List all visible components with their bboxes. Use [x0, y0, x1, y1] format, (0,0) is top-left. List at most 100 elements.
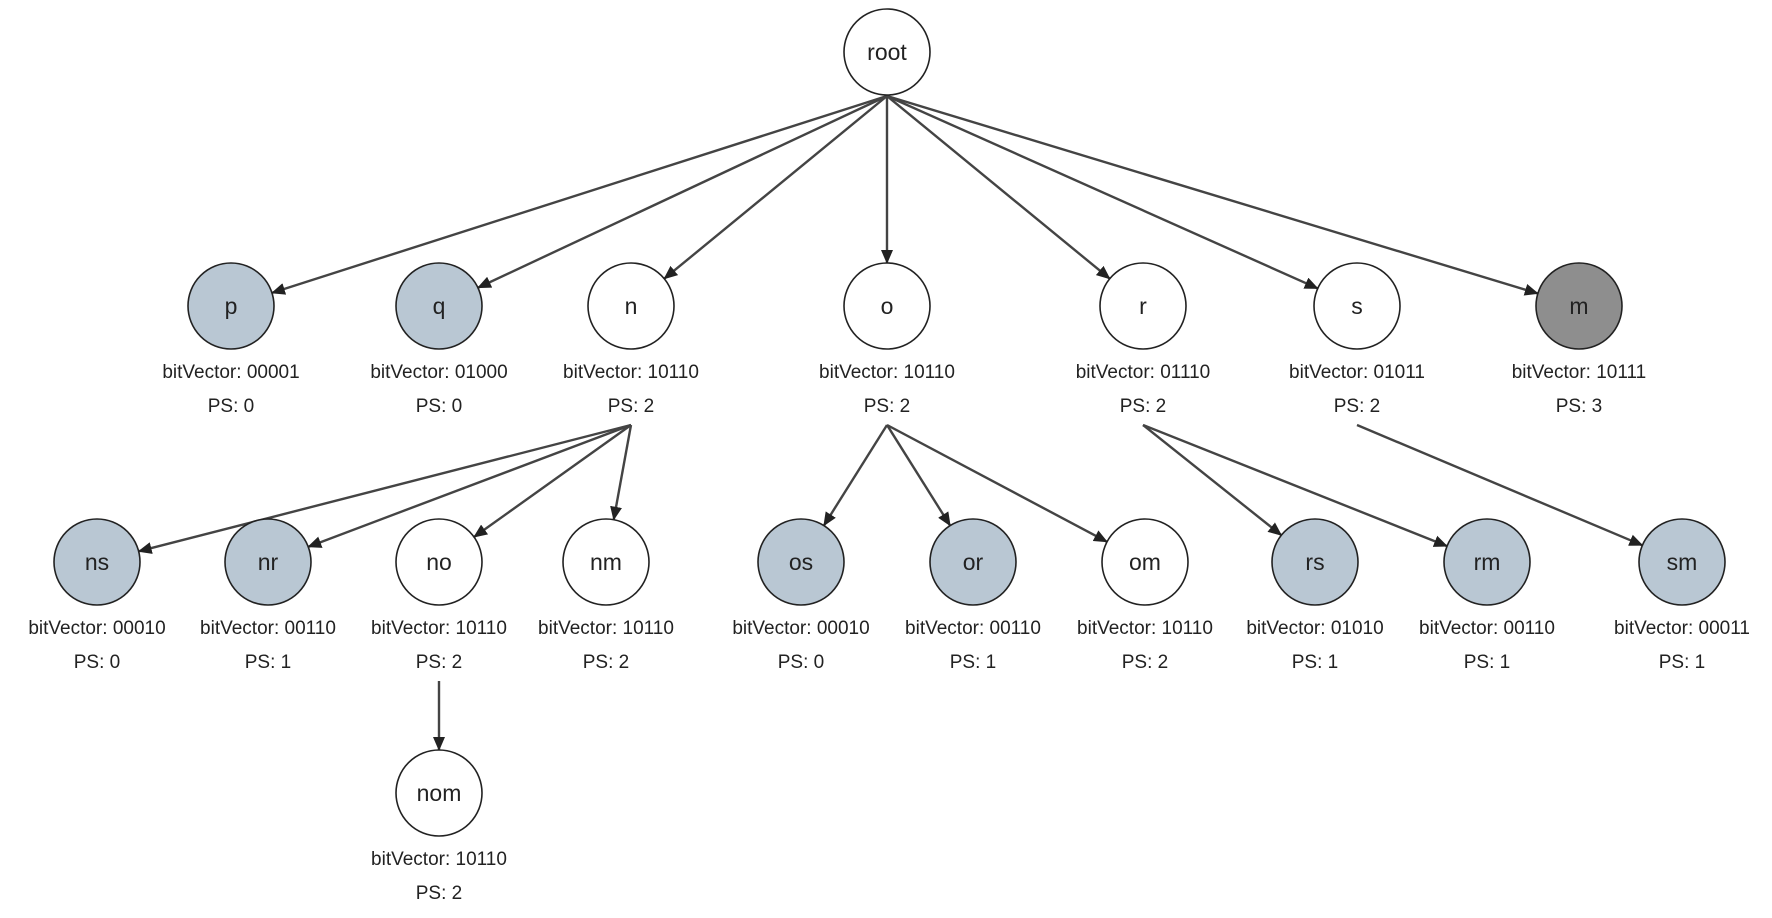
edge-n-nr — [307, 423, 632, 548]
ps-label-q: PS: 0 — [416, 396, 462, 417]
node-label-rm: rm — [1474, 549, 1501, 575]
ps-label-rs: PS: 1 — [1292, 652, 1338, 673]
ps-label-m: PS: 3 — [1556, 396, 1602, 417]
ps-label-sm: PS: 1 — [1659, 652, 1705, 673]
ps-label-s: PS: 2 — [1334, 396, 1380, 417]
node-circle-rs — [1271, 518, 1359, 606]
node-label-r: r — [1139, 293, 1147, 319]
node-circle-p — [187, 262, 275, 350]
node-label-p: p — [225, 293, 238, 319]
ps-label-no: PS: 2 — [416, 652, 462, 673]
bitvector-label-q: bitVector: 01000 — [370, 362, 507, 383]
edge-root-m — [886, 94, 1539, 296]
node-circle-nom — [395, 749, 483, 837]
bitvector-label-os: bitVector: 00010 — [732, 618, 869, 639]
node-circle-or — [929, 518, 1017, 606]
edge-n-nm — [610, 424, 633, 521]
node-circle-s — [1313, 262, 1401, 350]
node-label-ns: ns — [85, 549, 109, 575]
node-label-n: n — [625, 293, 638, 319]
node-circle-n — [587, 262, 675, 350]
node-circle-os — [757, 518, 845, 606]
bitvector-label-m: bitVector: 10111 — [1512, 362, 1647, 383]
bitvector-label-nr: bitVector: 00110 — [200, 618, 336, 639]
bitvector-label-ns: bitVector: 00010 — [28, 618, 165, 639]
node-label-q: q — [433, 293, 446, 319]
edge-o-os — [822, 424, 889, 527]
node-label-or: or — [963, 549, 984, 575]
node-label-nm: nm — [590, 549, 622, 575]
edge-n-ns — [137, 423, 632, 554]
ps-label-or: PS: 1 — [950, 652, 996, 673]
ps-label-om: PS: 2 — [1122, 652, 1168, 673]
edge-group — [137, 94, 1644, 751]
node-label-m: m — [1569, 293, 1588, 319]
node-label-sm: sm — [1667, 549, 1698, 575]
edge-r-rs — [1142, 424, 1283, 537]
node-label-om: om — [1129, 549, 1161, 575]
node-circle-rm — [1443, 518, 1531, 606]
bitvector-label-o: bitVector: 10110 — [819, 362, 955, 383]
node-circle-r — [1099, 262, 1187, 350]
node-circle-nr — [224, 518, 312, 606]
bitvector-label-s: bitVector: 01011 — [1289, 362, 1425, 383]
node-circle-sm — [1638, 518, 1726, 606]
edge-root-n — [663, 95, 888, 280]
ps-label-o: PS: 2 — [864, 396, 910, 417]
edge-n-no — [473, 424, 632, 539]
node-label-root: root — [867, 39, 907, 65]
edge-root-s — [886, 94, 1319, 290]
ps-label-os: PS: 0 — [778, 652, 824, 673]
edge-root-r — [886, 95, 1111, 280]
node-root: root — [843, 8, 931, 96]
edge-o-om — [886, 423, 1108, 543]
node-circle-q — [395, 262, 483, 350]
node-circle-no — [395, 518, 483, 606]
bitvector-label-nm: bitVector: 10110 — [538, 618, 674, 639]
ps-label-rm: PS: 1 — [1464, 652, 1510, 673]
node-circle-nm — [562, 518, 650, 606]
node-label-no: no — [426, 549, 452, 575]
edge-root-p — [271, 94, 888, 295]
bitvector-label-or: bitVector: 00110 — [905, 618, 1041, 639]
edge-o-or — [885, 424, 952, 527]
bitvector-label-r: bitVector: 01110 — [1076, 362, 1211, 383]
edge-r-rm — [1142, 423, 1448, 548]
bitvector-label-sm: bitVector: 00011 — [1614, 618, 1750, 639]
bitvector-label-n: bitVector: 10110 — [563, 362, 699, 383]
edge-root-q — [477, 94, 888, 289]
bitvector-label-no: bitVector: 10110 — [371, 618, 507, 639]
node-circle-om — [1101, 518, 1189, 606]
node-circle-root — [843, 8, 931, 96]
bitvector-label-rm: bitVector: 00110 — [1419, 618, 1555, 639]
ps-label-nom: PS: 2 — [416, 883, 462, 904]
ps-label-nm: PS: 2 — [583, 652, 629, 673]
node-circle-o — [843, 262, 931, 350]
node-label-rs: rs — [1305, 549, 1324, 575]
ps-label-r: PS: 2 — [1120, 396, 1166, 417]
node-label-nom: nom — [417, 780, 462, 806]
bitvector-label-p: bitVector: 00001 — [162, 362, 299, 383]
node-label-o: o — [881, 293, 894, 319]
node-label-s: s — [1351, 293, 1363, 319]
bitvector-label-nom: bitVector: 10110 — [371, 849, 507, 870]
ps-label-p: PS: 0 — [208, 396, 254, 417]
